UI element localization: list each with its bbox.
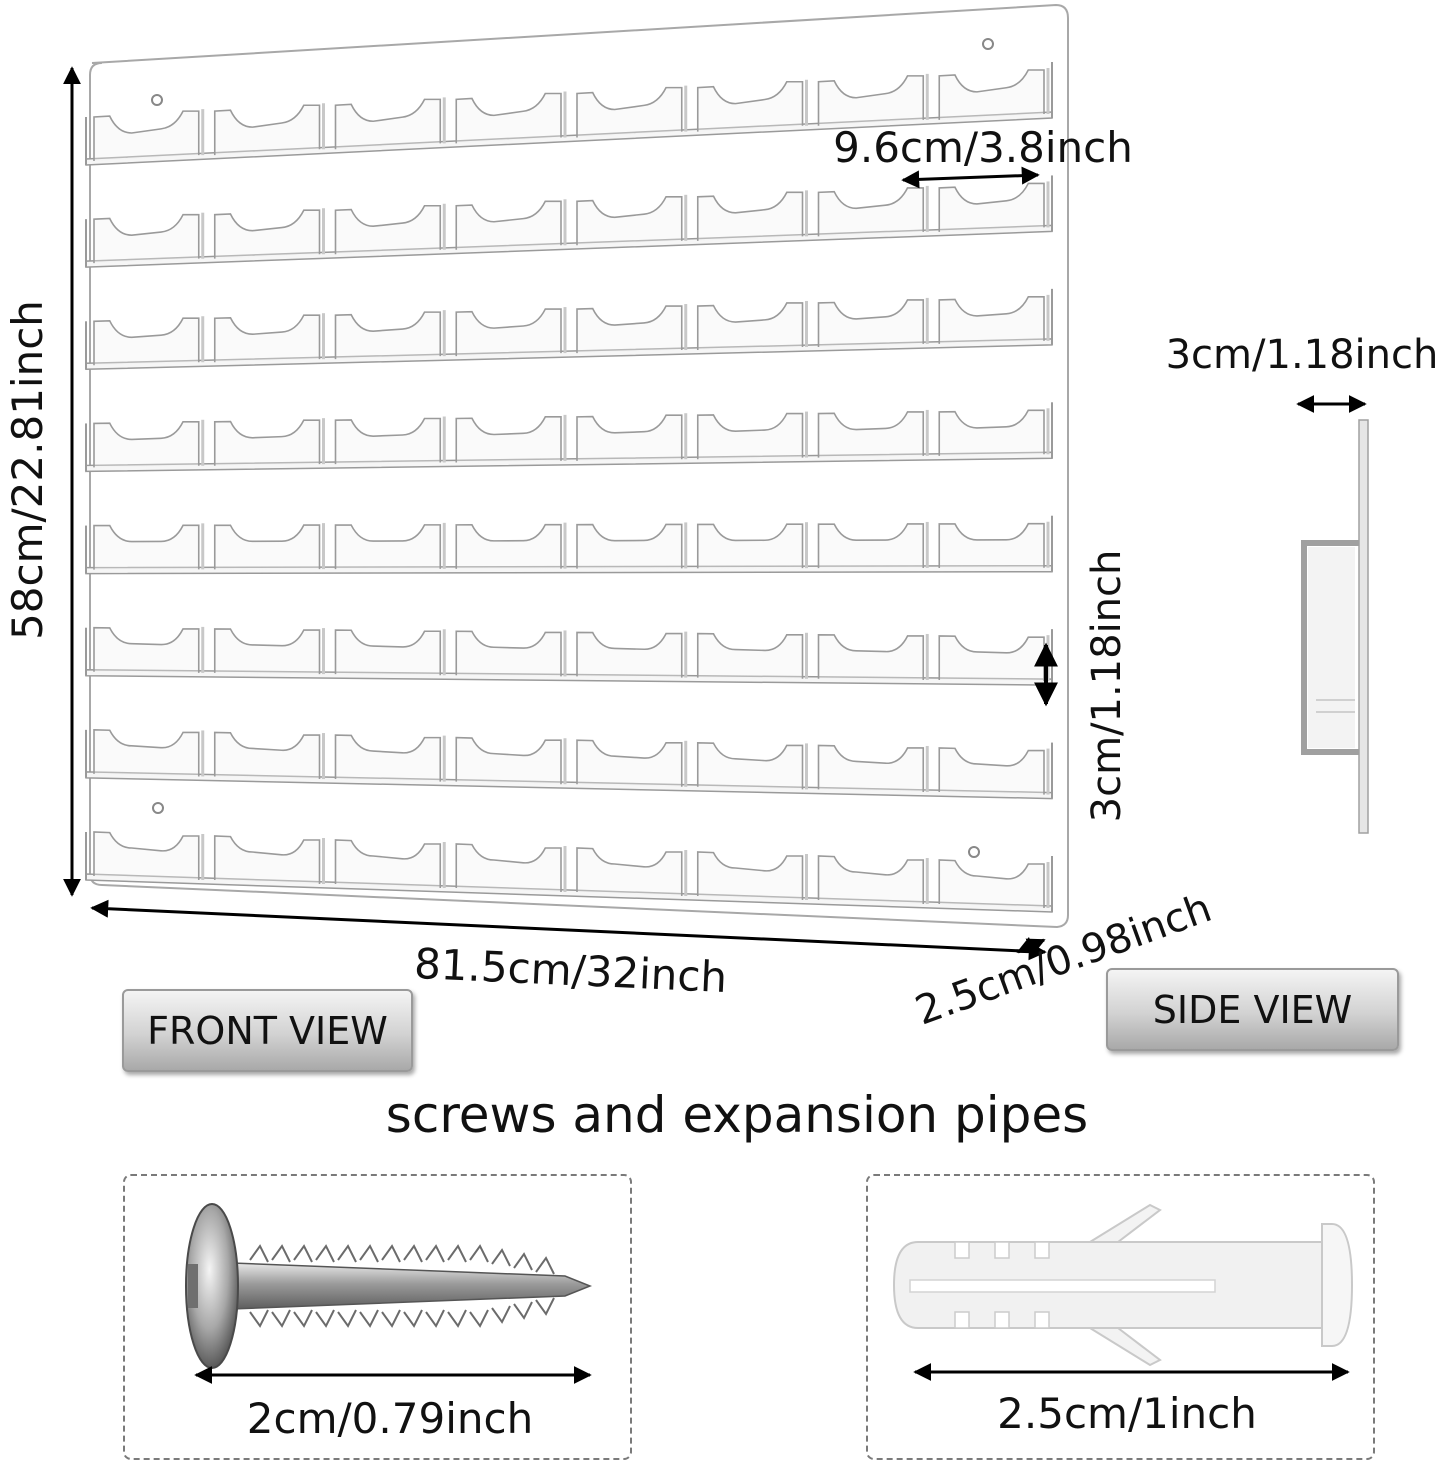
side-view-button: SIDE VIEW — [1106, 968, 1399, 1051]
card-pocket — [213, 209, 321, 259]
card-pocket — [696, 632, 804, 679]
card-pocket — [938, 69, 1045, 120]
card-pocket — [213, 104, 321, 156]
card-pocket — [334, 839, 442, 888]
card-pocket — [334, 311, 442, 360]
pocket-row — [85, 288, 1053, 371]
card-pocket — [93, 831, 200, 880]
card-pocket — [938, 409, 1045, 456]
card-pocket — [696, 412, 804, 460]
screw-icon — [185, 1203, 593, 1369]
card-pocket — [938, 747, 1045, 795]
card-pocket — [93, 729, 200, 777]
card-pocket — [455, 843, 562, 892]
card-pocket — [455, 200, 562, 250]
card-pocket — [576, 523, 683, 569]
card-pocket — [213, 524, 321, 570]
front-view-rack — [85, 3, 1069, 929]
card-pocket — [576, 414, 683, 461]
card-pocket — [817, 523, 925, 569]
card-pocket — [938, 522, 1045, 568]
pocket-row — [85, 175, 1053, 268]
card-pocket — [334, 734, 442, 782]
card-pocket — [696, 523, 804, 569]
card-pocket — [817, 299, 925, 347]
card-pocket — [696, 741, 804, 790]
pocket-height-label: 3cm/1.18inch — [1084, 550, 1130, 823]
width-label: 81.5cm/32inch — [413, 939, 728, 1002]
card-pocket — [696, 302, 804, 351]
depth-arrow — [1016, 937, 1046, 955]
card-pocket — [93, 420, 200, 468]
card-pocket — [334, 629, 442, 676]
card-pocket — [93, 213, 200, 264]
card-pocket — [817, 744, 925, 792]
card-pocket — [938, 859, 1045, 908]
card-pocket — [213, 835, 321, 884]
card-pocket — [576, 86, 683, 138]
pocket-row — [85, 729, 1053, 800]
screw-length-label: 2cm/0.79inch — [247, 1394, 533, 1443]
card-pocket — [93, 110, 200, 161]
expansion-pipe-icon — [892, 1203, 1354, 1367]
card-pocket — [817, 633, 925, 680]
card-pocket — [334, 204, 442, 255]
anchor-length-label: 2.5cm/1inch — [997, 1389, 1257, 1438]
card-pocket — [455, 523, 562, 569]
screw-frame — [123, 1174, 632, 1460]
card-pocket — [817, 411, 925, 458]
mount-hole-bottom-left — [152, 802, 164, 814]
mount-hole-bottom-right — [968, 846, 980, 858]
card-pocket — [817, 75, 925, 126]
card-pocket — [696, 80, 804, 132]
card-pocket — [334, 98, 442, 150]
card-pocket — [213, 419, 321, 466]
card-pocket — [93, 524, 200, 570]
card-pocket — [576, 196, 683, 246]
card-pocket — [213, 628, 321, 675]
pocket-width-label: 9.6cm/3.8inch — [833, 123, 1133, 172]
pocket-grid — [85, 62, 1053, 913]
card-pocket — [93, 317, 200, 366]
side-depth-label: 3cm/1.18inch — [1166, 332, 1439, 378]
card-pocket — [455, 416, 562, 463]
pocket-row — [85, 402, 1053, 473]
card-pocket — [576, 305, 683, 354]
pocket-row — [85, 62, 1053, 166]
card-pocket — [455, 92, 562, 144]
card-pocket — [334, 524, 442, 570]
card-pocket — [576, 847, 683, 896]
pocket-width-arrow — [901, 166, 1040, 189]
anchor-frame — [866, 1174, 1375, 1460]
side-pocket — [1301, 540, 1359, 755]
height-label: 58cm/22.81inch — [3, 300, 52, 640]
mount-hole-top-left — [151, 94, 163, 106]
card-pocket — [213, 731, 321, 780]
card-pocket — [817, 187, 925, 237]
card-pocket — [938, 635, 1045, 682]
hardware-title: screws and expansion pipes — [386, 1086, 1088, 1144]
card-pocket — [576, 739, 683, 787]
card-pocket — [455, 736, 562, 785]
card-pocket — [938, 296, 1045, 344]
pocket-row — [85, 515, 1053, 575]
width-arrow — [90, 899, 1047, 961]
side-panel — [1358, 419, 1369, 834]
pocket-row — [85, 626, 1053, 686]
card-pocket — [93, 626, 200, 673]
card-pocket — [696, 851, 804, 900]
card-pocket — [334, 417, 442, 465]
card-pocket — [455, 630, 562, 677]
card-pocket — [455, 308, 562, 357]
card-pocket — [576, 631, 683, 678]
card-pocket — [817, 855, 925, 904]
card-pocket — [696, 191, 804, 241]
mount-hole-top-right — [982, 38, 994, 50]
card-pocket — [213, 314, 321, 363]
front-view-button: FRONT VIEW — [122, 989, 413, 1072]
side-view-profile — [1301, 419, 1369, 834]
pocket-row — [85, 831, 1053, 913]
